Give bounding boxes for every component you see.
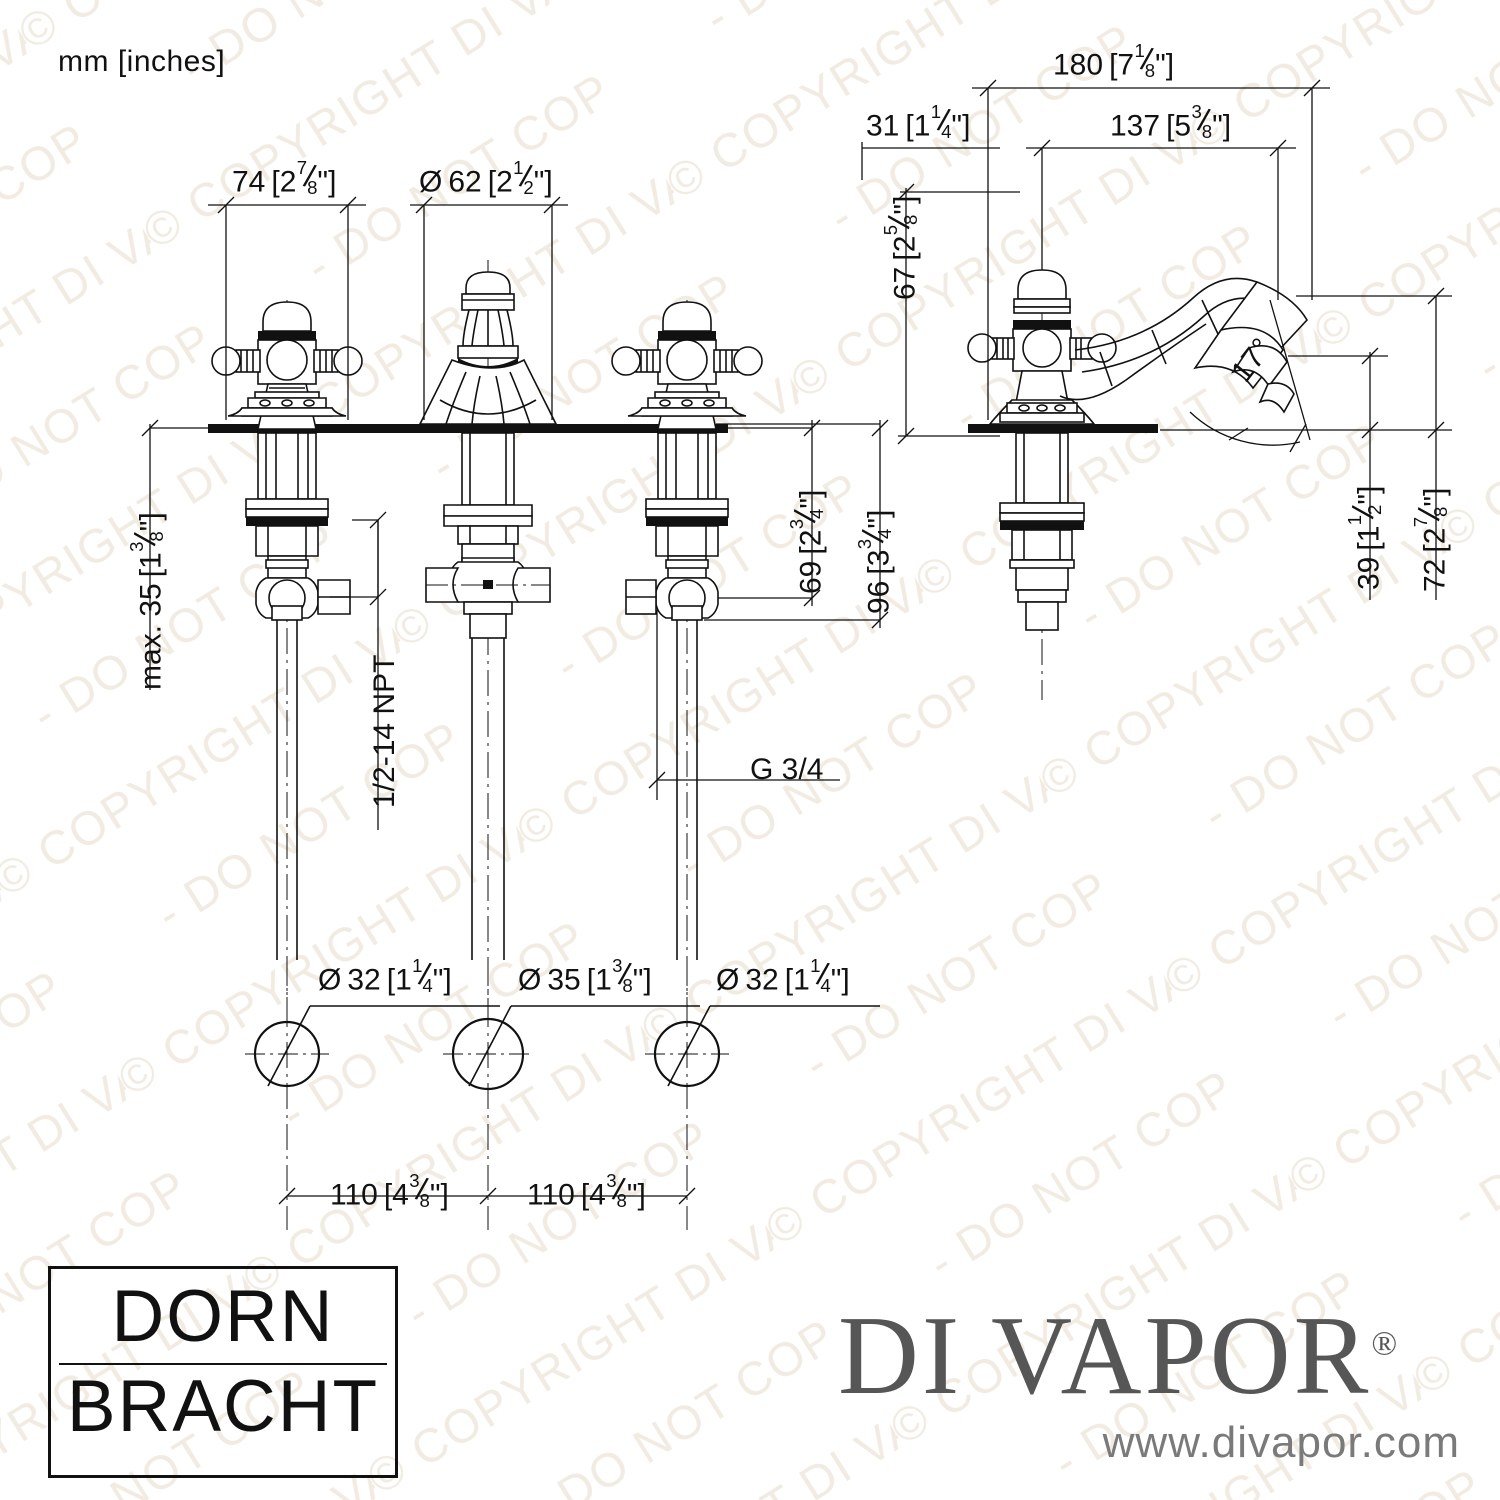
label-g34-thread: G 3/4: [750, 753, 824, 786]
divapor-url: www.divapor.com: [1102, 1418, 1460, 1467]
dim-side-right: [1160, 287, 1452, 600]
supply-tubes: [276, 620, 698, 960]
dornbracht-line2: BRACHT: [66, 1366, 380, 1447]
registered-trademark-icon: ®: [1371, 1325, 1401, 1363]
unit-note: mm [inches]: [58, 45, 226, 78]
dornbracht-logo: DORN BRACHT: [48, 1266, 398, 1478]
label-npt-thread: 1/2-14 NPT: [368, 654, 401, 808]
divapor-logo: DI VAPOR® www.divapor.com: [838, 1300, 1468, 1470]
dornbracht-line1: DORN: [111, 1276, 335, 1357]
divapor-wordmark: DI VAPOR®: [838, 1294, 1401, 1418]
